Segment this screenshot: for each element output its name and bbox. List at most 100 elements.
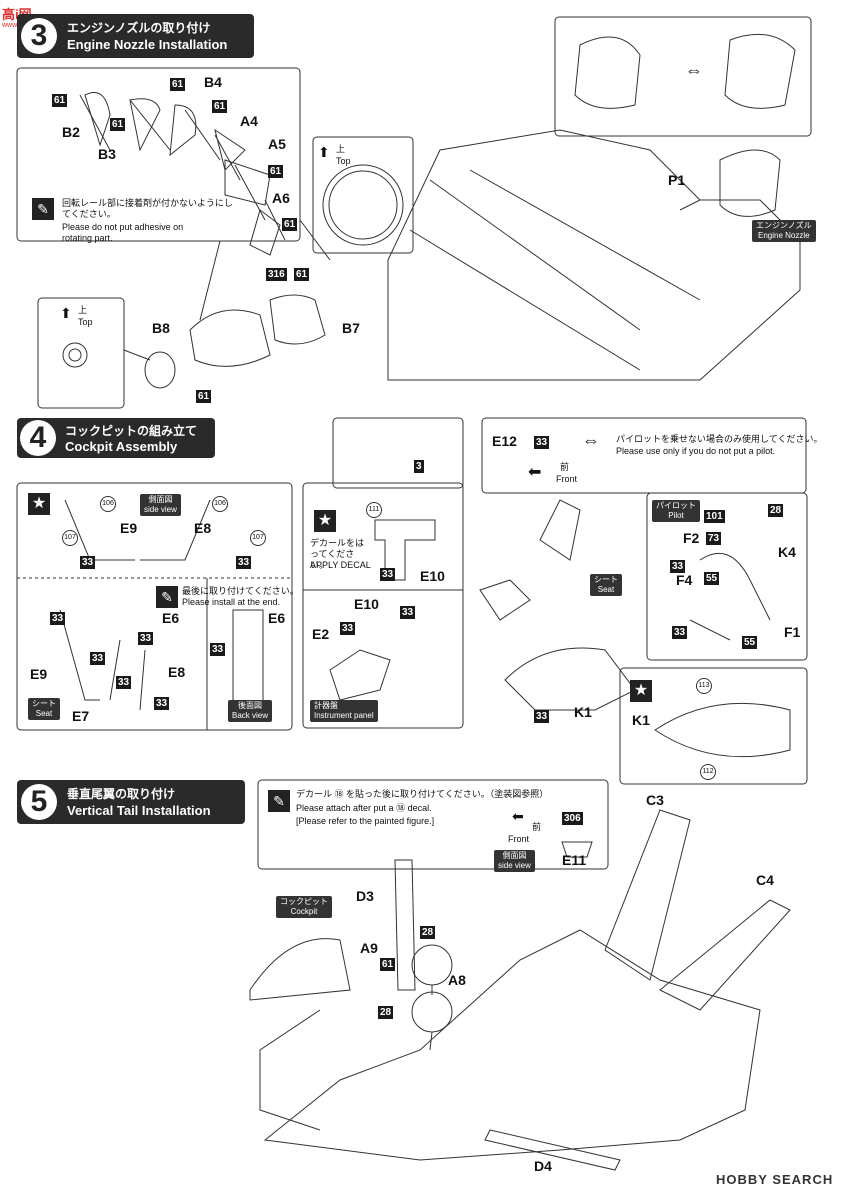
decal-star-icon: ★ [630, 680, 652, 702]
top-label-jp: 上 [78, 305, 88, 315]
decal-note-jp: デカールをはってください。 [310, 538, 365, 570]
part-label-e7: E7 [72, 708, 90, 724]
instrument-panel-tag: 計器盤 Instrument panel [310, 700, 378, 722]
step-5-header: 5 垂直尾翼の取り付け Vertical Tail Installation [17, 780, 245, 824]
side-view-tag: 側面図 side view [494, 850, 535, 872]
decal-number-107: 107 [62, 530, 78, 546]
step-4-header: 4 コックピットの組み立て Cockpit Assembly [17, 418, 215, 458]
part-label-a5: A5 [268, 136, 286, 152]
front-label-jp: 前 [560, 462, 570, 472]
sprue-tag-33: 33 [534, 436, 550, 449]
sprue-tag-33: 33 [50, 612, 66, 625]
sprue-tag-73: 73 [706, 532, 722, 545]
pilot-tag: パイロット Pilot [652, 500, 700, 522]
cockpit-tag: コックピット Cockpit [276, 896, 332, 918]
sprue-tag-61: 61 [282, 218, 298, 231]
step-3-header: 3 エンジンノズルの取り付け Engine Nozzle Installatio… [17, 14, 254, 58]
part-label-e6: E6 [268, 610, 286, 626]
decal-number-107: 107 [250, 530, 266, 546]
part-label-f1: F1 [784, 624, 801, 640]
sprue-tag-33: 33 [534, 710, 550, 723]
cockpit-tag-en: Cockpit [290, 907, 318, 916]
decal-number-106: 106 [100, 496, 116, 512]
step-4-number: 4 [20, 420, 56, 456]
sprue-tag-33: 33 [138, 632, 154, 645]
part-label-d3: D3 [356, 888, 374, 904]
sprue-tag-33: 33 [210, 643, 226, 656]
sprue-tag-33: 33 [154, 697, 170, 710]
part-label-e10: E10 [354, 596, 379, 612]
cockpit-tag-jp: コックピット [280, 897, 328, 906]
part-label-b8: B8 [152, 320, 170, 336]
decal-note-en: APPLY DECAL [310, 560, 371, 570]
arrow-left-icon: ⬅ [512, 808, 524, 824]
sprue-tag-61: 61 [196, 390, 212, 403]
glue-warning-icon: ✎ [32, 198, 54, 220]
tail-note-en: Please attach after put a ⑱ decal. [296, 803, 432, 813]
engine-nozzle-tag: エンジンノズル Engine Nozzle [752, 220, 816, 242]
glue-icon: ✎ [268, 790, 290, 812]
instrument-panel-en: Instrument panel [314, 711, 374, 720]
sprue-tag-61: 61 [110, 118, 126, 131]
front-label-en: Front [508, 834, 530, 844]
engine-nozzle-tag-en: Engine Nozzle [758, 231, 810, 240]
part-label-e6: E6 [162, 610, 180, 626]
part-label-c3: C3 [646, 792, 664, 808]
part-label-a9: A9 [360, 940, 378, 956]
glue-icon: ✎ [156, 586, 178, 608]
seat-tag: シート Seat [590, 574, 622, 596]
back-view-en: Back view [232, 711, 269, 720]
sprue-tag-316: 316 [266, 268, 287, 281]
part-label-d4: D4 [534, 1158, 552, 1174]
step-4-title-en: Cockpit Assembly [65, 439, 178, 454]
seat-tag: シート Seat [28, 698, 60, 720]
side-view-jp: 側面図 [502, 851, 527, 860]
engine-nozzle-tag-jp: エンジンノズル [756, 221, 812, 230]
tail-note-jp: デカール ⑱ を貼った後に取り付けてください。（塗装図参照） [296, 789, 549, 799]
sprue-tag-101: 101 [704, 510, 725, 523]
side-view-tag: 側面図 side view [140, 494, 181, 516]
part-label-k4: K4 [778, 544, 796, 560]
part-label-b4: B4 [204, 74, 222, 90]
side-view-en: side view [144, 505, 177, 514]
pilot-tag-jp: パイロット [656, 501, 696, 510]
part-label-a6: A6 [272, 190, 290, 206]
decal-number-106: 106 [212, 496, 228, 512]
step-5-title-jp: 垂直尾翼の取り付け [67, 787, 176, 801]
part-label-b7: B7 [342, 320, 360, 336]
sprue-tag-33: 33 [80, 556, 96, 569]
pilot-tag-en: Pilot [668, 511, 684, 520]
sprue-tag-33: 33 [670, 560, 686, 573]
sprue-tag-61: 61 [212, 100, 228, 113]
part-label-e9: E9 [120, 520, 138, 536]
adhesive-note-en: Please do not put adhesive on rotating p… [62, 222, 184, 243]
sprue-tag-33: 33 [400, 606, 416, 619]
sprue-tag-55: 55 [742, 636, 758, 649]
part-label-e8: E8 [194, 520, 212, 536]
part-label-a4: A4 [240, 113, 258, 129]
part-label-e12: E12 [492, 433, 517, 449]
sprue-tag-55: 55 [704, 572, 720, 585]
part-label-k1: K1 [632, 712, 650, 728]
hobby-search-watermark: HOBBY SEARCH [716, 1172, 834, 1187]
decal-number-111: 111 [366, 502, 382, 518]
seat-tag-en: Seat [597, 585, 615, 594]
sprue-tag-61: 61 [170, 78, 186, 91]
part-label-e10: E10 [420, 568, 445, 584]
side-view-jp: 側面図 [148, 495, 173, 504]
sprue-tag-33: 33 [672, 626, 688, 639]
decal-star-icon: ★ [314, 510, 336, 532]
part-label-f4: F4 [676, 572, 693, 588]
sprue-tag-28: 28 [420, 926, 436, 939]
step-5-title-en: Vertical Tail Installation [67, 803, 211, 818]
arrow-up-icon: ⬆ [318, 144, 330, 160]
top-label-en: Top [336, 156, 351, 166]
sprue-tag-61: 61 [268, 165, 284, 178]
sprue-tag-33: 33 [90, 652, 106, 665]
arrow-left-icon: ⬅ [528, 464, 542, 481]
step-3-title-jp: エンジンノズルの取り付け [67, 21, 211, 35]
install-end-jp: 最後に取り付けてください。 [182, 586, 299, 596]
part-label-k1: K1 [574, 704, 592, 720]
step-4-title-jp: コックピットの組み立て [65, 424, 198, 438]
